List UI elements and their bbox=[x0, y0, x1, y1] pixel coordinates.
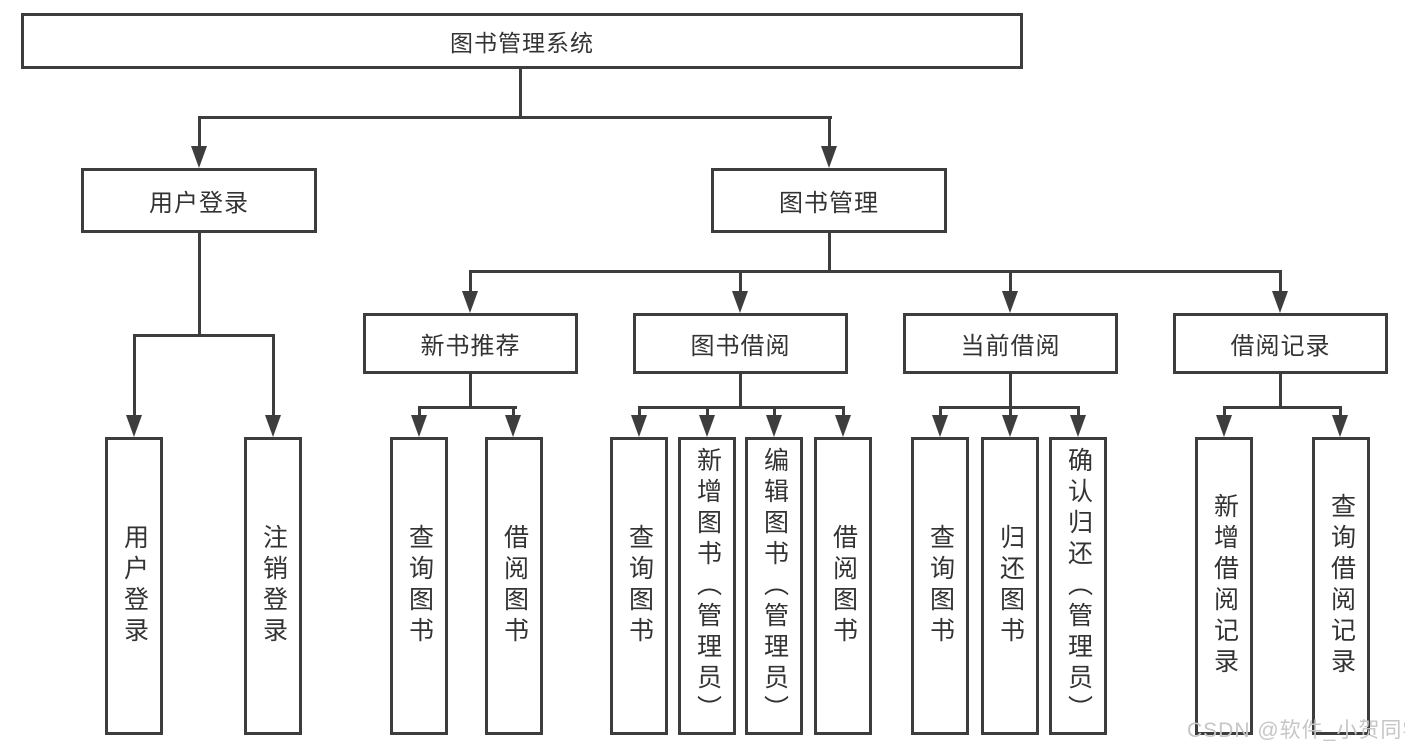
connector-drop bbox=[418, 406, 421, 417]
leaf-borrow-books-2: 借阅图书 bbox=[814, 437, 872, 735]
connector-rail bbox=[133, 334, 275, 337]
node-current-borrowing: 当前借阅 bbox=[903, 313, 1118, 374]
node-label: 图书管理系统 bbox=[450, 30, 594, 56]
connector-drop bbox=[842, 406, 845, 417]
connector-drop bbox=[1009, 270, 1012, 293]
connector-rail bbox=[638, 406, 845, 409]
connector-drop bbox=[1339, 406, 1342, 417]
connector-drop bbox=[1009, 406, 1012, 417]
arrowhead-down bbox=[1002, 415, 1018, 437]
connector-stem bbox=[739, 374, 742, 409]
node-label: 用户登录 bbox=[149, 190, 249, 217]
leaf-return-books: 归还图书 bbox=[981, 437, 1039, 735]
node-borrowing-records: 借阅记录 bbox=[1173, 313, 1388, 374]
arrowhead-down bbox=[265, 415, 281, 437]
node-label: 查询图书 bbox=[625, 524, 654, 648]
connector-root-stem bbox=[519, 69, 522, 118]
arrowhead-down bbox=[835, 415, 851, 437]
arrowhead-down bbox=[1332, 415, 1348, 437]
connector-drop bbox=[512, 406, 515, 417]
node-book-management-branch: 图书管理 bbox=[711, 168, 947, 233]
leaf-add-borrow-record: 新增借阅记录 bbox=[1195, 437, 1253, 735]
arrowhead-down bbox=[1216, 415, 1232, 437]
connector-stem bbox=[469, 374, 472, 409]
node-label: 查询图书 bbox=[926, 524, 955, 648]
connector-drop bbox=[739, 270, 742, 293]
arrowhead-down bbox=[631, 415, 647, 437]
node-new-book-recommendation: 新书推荐 bbox=[363, 313, 578, 374]
connector-rail bbox=[469, 270, 1282, 273]
arrowhead-down bbox=[1002, 291, 1018, 313]
connector-drop bbox=[198, 116, 201, 150]
connector-drop bbox=[133, 334, 136, 417]
node-label: 借阅图书 bbox=[500, 524, 529, 648]
node-label: 借阅图书 bbox=[829, 524, 858, 648]
connector-drop bbox=[469, 270, 472, 293]
connector-root-rail bbox=[198, 116, 832, 119]
connector-drop bbox=[272, 334, 275, 417]
connector-stem bbox=[828, 233, 831, 273]
node-label: 查询图书 bbox=[405, 524, 434, 648]
node-library-management-system: 图书管理系统 bbox=[21, 13, 1023, 69]
connector-drop bbox=[1279, 270, 1282, 293]
arrowhead-down bbox=[732, 291, 748, 313]
arrowhead-down bbox=[1070, 415, 1086, 437]
leaf-query-books-2: 查询图书 bbox=[610, 437, 668, 735]
node-label: 确认归还（管理员） bbox=[1064, 446, 1093, 726]
arrowhead-down bbox=[411, 415, 427, 437]
node-label: 新书推荐 bbox=[420, 333, 521, 360]
leaf-query-books-3: 查询图书 bbox=[911, 437, 969, 735]
leaf-logout: 注销登录 bbox=[244, 437, 302, 735]
node-label: 查询借阅记录 bbox=[1327, 493, 1356, 679]
arrowhead-down bbox=[766, 415, 782, 437]
arrowhead-down bbox=[699, 415, 715, 437]
leaf-confirm-return-admin: 确认归还（管理员） bbox=[1049, 437, 1107, 735]
node-label: 借阅记录 bbox=[1230, 333, 1331, 360]
connector-rail bbox=[1223, 406, 1342, 409]
connector-rail bbox=[418, 406, 517, 409]
node-label: 注销登录 bbox=[259, 524, 288, 648]
arrowhead-down bbox=[126, 415, 142, 437]
node-label: 图书管理 bbox=[779, 190, 879, 217]
node-label: 归还图书 bbox=[996, 524, 1025, 648]
arrowhead-down bbox=[505, 415, 521, 437]
connector-drop bbox=[828, 116, 831, 150]
leaf-borrow-books-1: 借阅图书 bbox=[485, 437, 543, 735]
arrowhead-down bbox=[932, 415, 948, 437]
node-label: 新增图书（管理员） bbox=[693, 446, 722, 726]
node-user-login-branch: 用户登录 bbox=[81, 168, 317, 233]
leaf-query-borrow-record: 查询借阅记录 bbox=[1312, 437, 1370, 735]
node-label: 当前借阅 bbox=[960, 333, 1061, 360]
connector-drop bbox=[1223, 406, 1226, 417]
leaf-user-login: 用户登录 bbox=[105, 437, 163, 735]
connector-stem bbox=[1279, 374, 1282, 409]
connector-drop bbox=[706, 406, 709, 417]
node-label: 用户登录 bbox=[120, 524, 149, 648]
connector-stem bbox=[198, 233, 201, 337]
leaf-add-books-admin: 新增图书（管理员） bbox=[678, 437, 736, 735]
arrowhead-down bbox=[821, 146, 837, 168]
node-label: 编辑图书（管理员） bbox=[760, 446, 789, 726]
connector-drop bbox=[638, 406, 641, 417]
leaf-query-books-1: 查询图书 bbox=[390, 437, 448, 735]
connector-stem bbox=[1009, 374, 1012, 409]
arrowhead-down bbox=[462, 291, 478, 313]
connector-drop bbox=[773, 406, 776, 417]
connector-drop bbox=[1077, 406, 1080, 417]
connector-drop bbox=[939, 406, 942, 417]
node-label: 新增借阅记录 bbox=[1210, 493, 1239, 679]
leaf-edit-books-admin: 编辑图书（管理员） bbox=[745, 437, 803, 735]
node-book-borrowing: 图书借阅 bbox=[633, 313, 848, 374]
arrowhead-down bbox=[191, 146, 207, 168]
csdn-watermark: CSDN @软件_小贺同学 bbox=[1187, 719, 1405, 742]
arrowhead-down bbox=[1272, 291, 1288, 313]
node-label: 图书借阅 bbox=[690, 333, 791, 360]
